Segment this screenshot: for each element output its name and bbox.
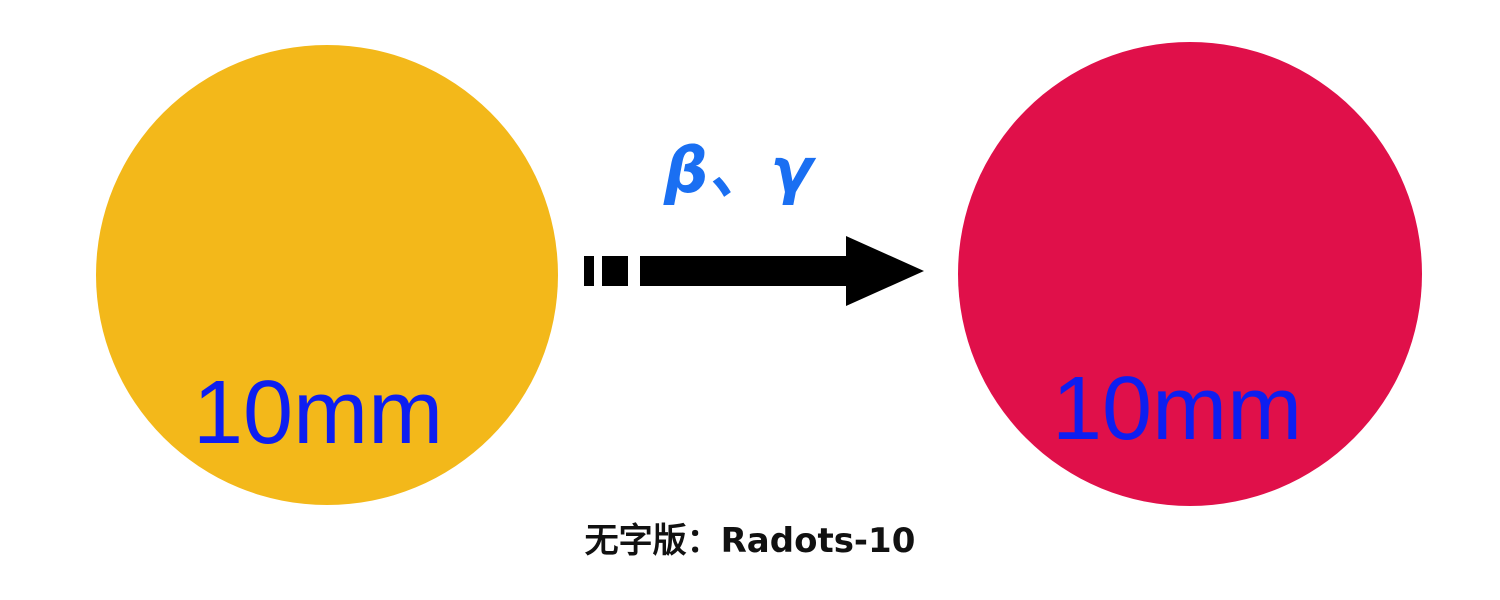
radiation-type-label: β、γ bbox=[664, 134, 813, 207]
arrow-shaft-head bbox=[640, 236, 924, 306]
dot-before-irradiation bbox=[96, 45, 558, 505]
arrow-dash-1 bbox=[584, 256, 594, 286]
size-label-before: 10mm bbox=[193, 363, 444, 463]
dot-after-irradiation bbox=[958, 42, 1422, 506]
size-label-after: 10mm bbox=[1052, 359, 1303, 459]
caption: 无字版：Radots-10 bbox=[584, 521, 916, 561]
arrow-dash-2 bbox=[602, 256, 628, 286]
transition-arrow bbox=[584, 236, 924, 306]
